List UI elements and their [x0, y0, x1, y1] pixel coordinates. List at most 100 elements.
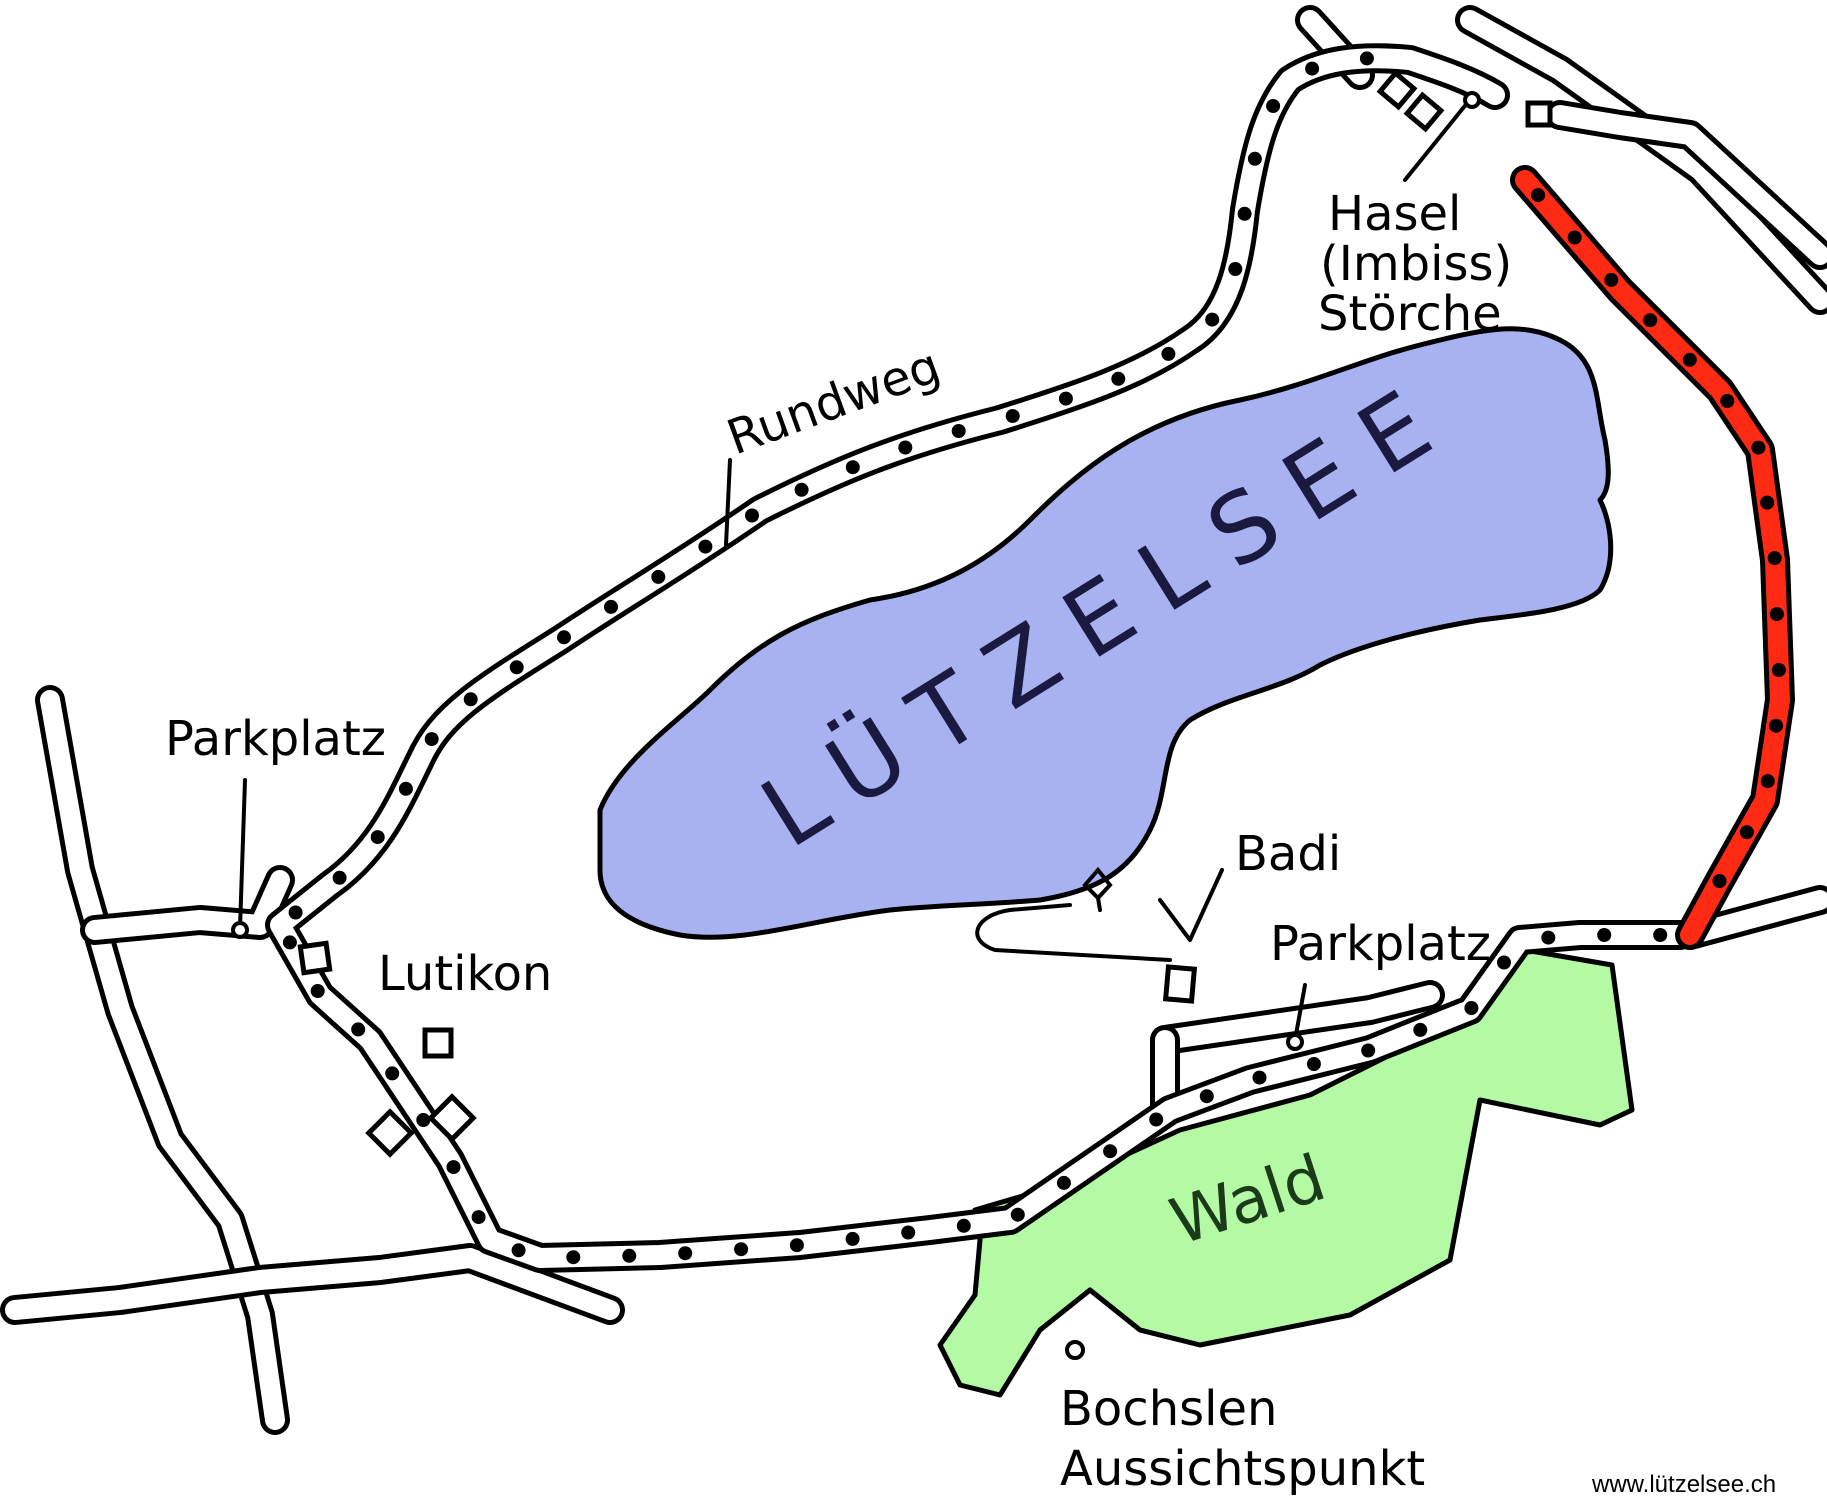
trail-dot	[1205, 312, 1220, 327]
trail-dot	[951, 424, 966, 438]
trail-dot	[1111, 371, 1126, 386]
hasel-label: Hasel	[1328, 186, 1461, 242]
trail-dot	[1247, 151, 1262, 166]
trail-dot	[1597, 928, 1612, 942]
imbiss-label: (Imbiss)	[1320, 236, 1512, 292]
trail-dot	[845, 1231, 860, 1246]
trail-dot	[1413, 1022, 1428, 1037]
trail-dot	[1771, 663, 1786, 677]
building-icon	[297, 940, 333, 976]
trail-dot	[1541, 930, 1556, 945]
trail-dot	[1228, 262, 1243, 276]
parkplatz-west-label: Parkplatz	[165, 711, 386, 767]
building-icon	[1376, 69, 1418, 111]
building-icon	[1162, 964, 1198, 1004]
trail-dot	[1359, 51, 1374, 66]
trail-dot	[745, 508, 759, 523]
trail-dot	[471, 1210, 486, 1225]
trail-dot	[1767, 551, 1782, 566]
trail-dot	[1361, 1043, 1376, 1058]
buildings	[297, 69, 1553, 1158]
trail-dot	[288, 905, 303, 920]
trail-dot	[557, 630, 571, 645]
trail-dot	[1751, 440, 1766, 455]
lutikon-label: Lutikon	[378, 946, 552, 1002]
trail-dot	[509, 660, 524, 675]
trail-dot	[1739, 825, 1754, 840]
trail-dot	[1769, 607, 1784, 622]
building-icon	[365, 1108, 415, 1158]
pier-icon	[1082, 866, 1113, 912]
aussichtspunkt-label: Aussichtspunkt	[1060, 1441, 1425, 1497]
pier-path	[975, 903, 1172, 962]
trail-dot	[385, 1066, 400, 1081]
trail-dot	[1058, 391, 1073, 406]
parking-marker-icon	[231, 921, 249, 939]
trail-dot	[1712, 874, 1727, 888]
trail-dot	[1682, 352, 1697, 367]
trail-dot	[794, 482, 809, 497]
trail-dot	[424, 732, 439, 747]
trail-dot	[1010, 1207, 1025, 1222]
trail-dot	[1305, 61, 1320, 76]
lake-lutzelsee	[597, 326, 1614, 940]
trail-dot	[463, 692, 478, 707]
trail-dot	[1464, 1001, 1479, 1015]
trail-dot	[1531, 188, 1546, 203]
site-credit: www.lützelsee.ch	[1591, 1471, 1776, 1498]
trail-dot	[1266, 99, 1281, 113]
trail-dot	[1306, 1057, 1321, 1071]
trail-dot	[734, 1242, 749, 1257]
trail-dot	[1497, 955, 1511, 970]
trail-dot	[282, 935, 297, 950]
trail-dot	[370, 830, 385, 845]
stoerche-label: Störche	[1318, 286, 1502, 342]
trail-dot	[1005, 409, 1020, 423]
trail-dot	[1237, 206, 1252, 221]
trail-dot	[310, 984, 325, 998]
trail-dot	[566, 1250, 581, 1265]
trail-dot	[956, 1218, 971, 1233]
trail-dot	[1760, 774, 1775, 789]
badi-label: Badi	[1235, 826, 1341, 882]
building-icon	[1403, 91, 1445, 133]
trail-dot	[678, 1246, 693, 1261]
trail-dot	[898, 440, 913, 455]
trail-dot	[1604, 272, 1619, 287]
trail-dot	[1567, 230, 1582, 245]
trail-dot	[1769, 718, 1784, 733]
trail-dot	[604, 599, 618, 614]
bochslen-label: Bochslen	[1060, 1381, 1277, 1437]
trail-dot	[1760, 495, 1775, 510]
trail-dot	[789, 1238, 804, 1253]
building-icon	[427, 1093, 477, 1143]
trail-dot	[698, 539, 713, 554]
trail-dot	[1149, 1112, 1164, 1127]
building-icon	[422, 1027, 454, 1059]
parking-marker-icon	[1286, 1033, 1304, 1051]
trail-dot	[446, 1160, 461, 1175]
trail-dot	[845, 460, 860, 475]
trail-dot	[651, 569, 666, 584]
trail-dot	[398, 781, 413, 796]
trail-dot	[1103, 1144, 1118, 1159]
trail-dot	[1199, 1089, 1214, 1104]
badi-pointer	[1158, 868, 1224, 942]
trail-dot	[1252, 1070, 1267, 1085]
viewpoint-marker-icon	[1065, 1340, 1085, 1360]
trail-dot	[416, 1113, 431, 1127]
trail-dot	[1056, 1175, 1071, 1190]
building-icon	[1525, 100, 1553, 128]
markers	[231, 91, 1481, 1360]
trail-dot	[901, 1225, 916, 1240]
trail-dot	[1653, 928, 1668, 942]
trail-dot	[351, 1022, 366, 1037]
trail-dot	[511, 1243, 526, 1258]
parkplatz-east-label: Parkplatz	[1270, 916, 1491, 972]
hasel-marker-icon	[1463, 91, 1481, 109]
trail-dot	[1720, 394, 1735, 408]
trail-dots	[282, 51, 1786, 1265]
trail-dot	[332, 870, 347, 885]
trail-dot	[1161, 346, 1176, 361]
